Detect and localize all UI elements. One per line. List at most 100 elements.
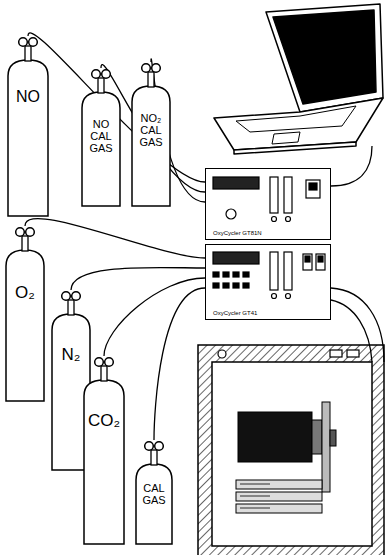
flow-knob [272, 217, 277, 222]
laptop-screen [273, 10, 376, 104]
valve-handle [102, 70, 111, 79]
gas-cylinder: NO₂ CAL GAS [130, 62, 172, 208]
flow-meter [270, 252, 278, 290]
laptop [214, 4, 383, 154]
valve-handle [95, 358, 104, 367]
plate-detail [240, 496, 270, 497]
gas-cylinder: CO₂ [82, 356, 126, 546]
flow-meter [284, 177, 292, 213]
cylinder-outline [82, 356, 126, 546]
cable [331, 146, 372, 186]
device-details [213, 252, 325, 299]
gas-label: CO₂ [82, 412, 126, 431]
valve-handle [142, 64, 151, 73]
valve-handle [62, 292, 71, 301]
cylinder-body [84, 380, 124, 544]
cable [331, 300, 372, 362]
gas-label: NO [6, 88, 50, 106]
button [243, 272, 249, 277]
gas-line [71, 267, 205, 290]
cylinder-body [8, 60, 48, 216]
gas-cylinder: CAL GAS [134, 440, 174, 546]
stage-plate [236, 480, 322, 489]
laptop-base-edge [234, 142, 356, 154]
chamber-port [347, 350, 359, 357]
display [213, 177, 259, 189]
knob [226, 209, 236, 219]
valve-handle [155, 442, 164, 451]
flow-knob [272, 294, 277, 299]
switch-toggle [318, 256, 323, 262]
valve-handle [105, 358, 114, 367]
stage-plate [236, 504, 322, 513]
gas-line [154, 288, 205, 440]
chamber-interior [212, 362, 372, 546]
valve-handle [152, 64, 161, 73]
gas-line [104, 278, 205, 356]
valve-neck [151, 450, 157, 465]
controller-unit: OxyCycler GT81N [205, 168, 331, 240]
chamber-port [330, 350, 342, 357]
valve-neck [22, 236, 28, 251]
plate-detail [240, 484, 270, 485]
valve-neck [68, 300, 74, 315]
laptop-lid [266, 4, 383, 112]
model-label: OxyCycler GT41 [212, 310, 258, 317]
cylinder-outline [4, 226, 46, 403]
valve-neck [98, 78, 104, 93]
display [213, 252, 259, 264]
gas-cylinder: NO CAL GAS [80, 68, 122, 208]
bracket [322, 402, 330, 492]
cable [331, 288, 384, 362]
gas-label: NO₂ CAL GAS [130, 112, 172, 148]
plate-detail [240, 508, 270, 509]
power-switch [306, 180, 320, 198]
laptop-keyboard [236, 106, 356, 132]
cylinder-outline [6, 36, 50, 218]
gas-cylinder: NO [6, 36, 50, 218]
gas-cylinder: O₂ [4, 226, 46, 403]
flow-knob [286, 294, 291, 299]
model-label: OxyCycler GT81N [212, 230, 263, 237]
button [223, 272, 229, 277]
gas-label: NO CAL GAS [80, 118, 122, 154]
laptop-base [214, 98, 383, 150]
valve-handle [16, 228, 25, 237]
power-switch [316, 254, 325, 270]
chamber [198, 345, 384, 555]
button [223, 283, 229, 288]
button [233, 283, 239, 288]
camera-mount [312, 420, 322, 454]
gas-label: CAL GAS [134, 482, 174, 506]
device-details [213, 177, 320, 222]
valve-handle [19, 38, 28, 47]
chamber-wall [198, 345, 384, 555]
button [213, 272, 219, 277]
power-switch [303, 254, 312, 270]
switch-toggle [305, 256, 310, 262]
valve-handle [72, 292, 81, 301]
flow-meter [270, 177, 278, 213]
bracket-foot [330, 430, 336, 446]
switch-toggle [309, 183, 317, 190]
chamber-port [218, 350, 226, 358]
gas-label: O₂ [4, 284, 46, 303]
flow-meter [284, 252, 292, 290]
button [243, 283, 249, 288]
gas-label: N₂ [50, 346, 92, 365]
laptop-touchpad [272, 132, 300, 144]
valve-neck [148, 72, 154, 87]
controller-unit: OxyCycler GT41 [205, 244, 331, 320]
valve-handle [26, 228, 35, 237]
button [233, 272, 239, 277]
stage-plate [236, 492, 322, 501]
valve-handle [92, 70, 101, 79]
flow-knob [286, 217, 291, 222]
valve-neck [25, 46, 31, 61]
valve-neck [101, 366, 107, 381]
valve-handle [29, 38, 38, 47]
camera [238, 412, 312, 462]
cylinder-body [6, 250, 44, 401]
